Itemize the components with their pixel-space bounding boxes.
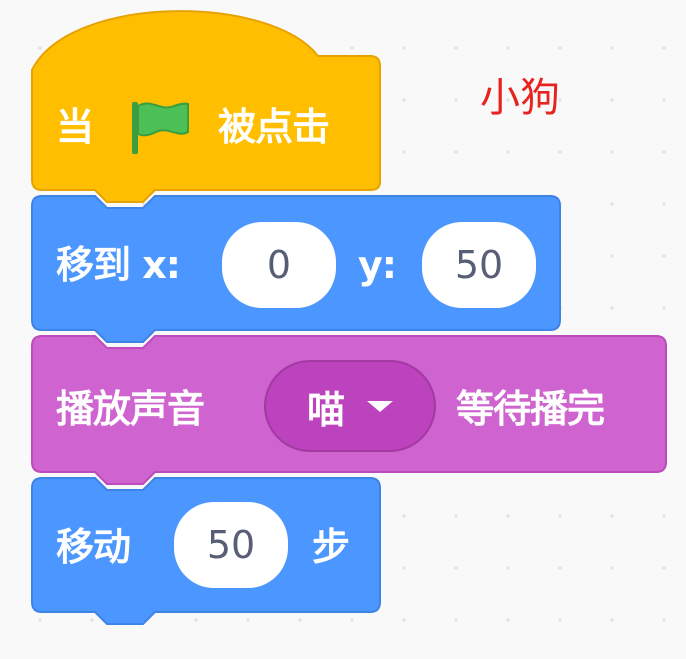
x-value-input[interactable]: 0 [222,222,336,308]
chevron-down-icon [367,400,393,412]
until-done-label: 等待播完 [456,387,605,431]
y-value-input[interactable]: 50 [422,222,536,308]
when-flag-clicked-block[interactable] [31,10,381,203]
sprite-name-label: 小狗 [480,75,560,121]
hat-suffix-label: 被点击 [218,105,330,149]
green-flag-icon [132,102,189,154]
move-label: 移动 [56,525,131,569]
sound-dropdown[interactable]: 喵 [264,360,436,452]
goto-label: 移到 x: [56,243,181,287]
y-label: y: [358,243,397,287]
sound-name-value: 喵 [306,387,345,432]
steps-value-input[interactable]: 50 [174,502,288,588]
hat-prefix-label: 当 [56,105,94,149]
play-sound-label: 播放声音 [56,387,205,431]
steps-unit-label: 步 [312,525,350,569]
